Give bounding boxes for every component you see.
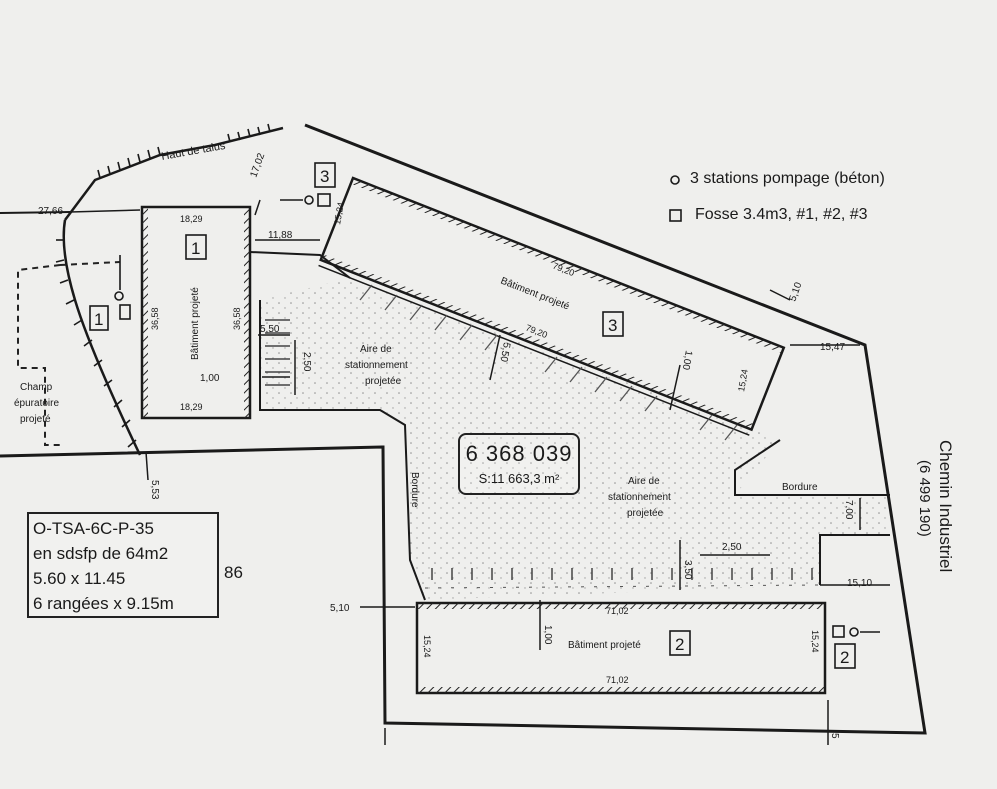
pump-station-1: [114, 255, 131, 320]
legend-tank-symbol: [669, 209, 682, 222]
tank-2-id-box: [834, 643, 856, 669]
dim-2-50-bottom: 2,50: [722, 542, 742, 553]
dim-5: 5: [829, 733, 840, 739]
curb-line-bottom: [819, 534, 890, 585]
parking-b-line3: projetée: [627, 508, 664, 519]
parking-b-line1: Aire de: [628, 476, 660, 487]
legend-pump-stations: 3 stations pompage (béton): [690, 170, 885, 187]
dim-36-58-right: 36,58: [232, 307, 242, 330]
slope-ticks: [55, 123, 271, 448]
curb-line-left: [249, 251, 351, 279]
dim-71-02-bottom: 71,02: [606, 675, 629, 685]
dim-5-53: 5,53: [149, 480, 160, 500]
dim-71-02-top: 71,02: [606, 606, 629, 616]
parking-a-line3: projetée: [365, 376, 402, 387]
slope-line: [62, 219, 142, 456]
dim-15-24-b2-right: 15,24: [810, 630, 820, 653]
info-line-4: 6 rangées x 9.15m: [33, 594, 174, 613]
building-2-hatch-top: [417, 603, 825, 609]
parking-a-line1: Aire de: [360, 344, 392, 355]
dim-17-02: 17,02: [248, 151, 267, 179]
lot-number-box: 6 368 039 S:11 663,3 m²: [458, 433, 580, 495]
dim-27-66: 27,66: [38, 206, 63, 217]
building-3: [318, 176, 786, 436]
reference-number: 86: [224, 563, 243, 582]
property-boundary: [0, 123, 927, 735]
legend-pump-symbol: [670, 175, 680, 185]
curb-line-parking: [259, 300, 426, 601]
dim-36-58-left: 36,58: [150, 307, 160, 330]
building-1-id: 1: [191, 239, 200, 258]
boundary-top-left: [0, 211, 71, 214]
parking-b-line2: stationnement: [608, 492, 671, 503]
septic-field-line: [59, 261, 121, 266]
pump-station-3: [280, 193, 331, 207]
dim-15-47: 15,47: [820, 342, 845, 353]
dim-1-00-bottom: 1,00: [542, 625, 553, 645]
building-1-hatch-right: [244, 207, 250, 418]
septic-field-line3: projeté: [20, 414, 51, 425]
pump-station-2: [832, 625, 880, 638]
curb-line-right: [734, 439, 890, 496]
building-1-hatch-left: [142, 207, 148, 418]
tank-1-id: 1: [94, 310, 103, 329]
system-info-box: O-TSA-6C-P-35 en sdsfp de 64m2 5.60 x 11…: [27, 512, 219, 618]
tank-1-id-box: [89, 305, 109, 331]
info-line-3: 5.60 x 11.45: [33, 569, 126, 588]
dim-5-10-bottom: 5,10: [330, 603, 350, 614]
building-3-label: Bâtiment projeté: [499, 276, 571, 313]
parking-stalls-bottom: [431, 568, 813, 580]
septic-field-line2: épuratoire: [14, 398, 59, 409]
dim-5-50-left: 5,50: [260, 324, 280, 335]
building-1-label: Bâtiment projeté: [190, 287, 201, 360]
dim-15-24-b3-right: 15,24: [736, 368, 750, 392]
parking-stalls-left: [265, 319, 290, 386]
septic-field-outline: [17, 264, 62, 446]
septic-field-line1: Champ: [20, 382, 53, 393]
dim-1-00-center: 1,00: [680, 349, 694, 371]
dim-11-88: 11,88: [268, 230, 293, 241]
building-2-label: Bâtiment projeté: [568, 640, 641, 651]
dim-3-50: 3,50: [682, 560, 693, 580]
info-line-1: O-TSA-6C-P-35: [33, 519, 154, 538]
info-line-2: en sdsfp de 64m2: [33, 544, 169, 563]
building-2-hatch-bottom: [417, 687, 825, 693]
dim-7-00: 7,00: [843, 500, 854, 520]
curb-label-vertical: Bordure: [409, 472, 420, 508]
building-3-id: 3: [608, 316, 617, 335]
dim-18-29-top: 18,29: [180, 214, 203, 224]
dim-15-24-b2-left: 15,24: [422, 635, 432, 658]
dim-5-50-center: 5,50: [498, 341, 512, 363]
legend-tanks: Fosse 3.4m3, #1, #2, #3: [695, 206, 868, 223]
tank-2-id: 2: [840, 648, 849, 667]
lot-number: 6 368 039: [465, 441, 573, 466]
parking-stalls-diagonal: [359, 284, 738, 441]
road-lot: (6 499 190): [916, 460, 933, 537]
lot-area: S:11 663,3 m²: [478, 471, 560, 486]
tank-3-id: 3: [320, 167, 329, 186]
building-1-id-box: [185, 234, 207, 260]
parking-a-line2: stationnement: [345, 360, 408, 371]
dimension-lines: [69, 199, 890, 745]
road-name: Chemin Industriel: [936, 440, 955, 572]
dim-15-10: 15,10: [847, 578, 872, 589]
curb-label-right: Bordure: [782, 482, 818, 493]
building-2-id: 2: [675, 635, 684, 654]
slope-label: Haut de talus: [160, 140, 226, 163]
dim-1-00-left: 1,00: [200, 373, 220, 384]
tank-3-id-box: [314, 162, 336, 188]
building-2-id-box: [669, 630, 691, 656]
dim-5-10-top: 5,10: [787, 281, 804, 303]
dim-2-50-left: 2,50: [301, 352, 312, 372]
dim-15-24-b3-left: 15,24: [332, 201, 346, 225]
dim-18-29-bottom: 18,29: [180, 402, 203, 412]
building-3-id-box: [602, 311, 624, 337]
parking-row-line: [424, 584, 821, 589]
